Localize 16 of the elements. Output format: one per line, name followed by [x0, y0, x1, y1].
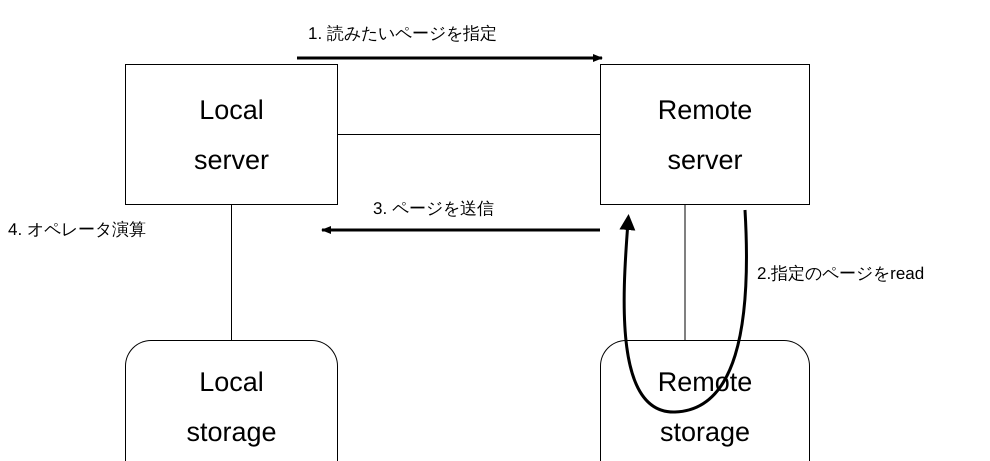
- connector-line: [338, 134, 600, 135]
- edge-label: 1. 読みたいページを指定: [308, 23, 497, 45]
- connector-line: [321, 226, 600, 234]
- step-label: 4. オペレータ演算: [8, 219, 146, 241]
- connector-line: [297, 54, 603, 62]
- connector-line: [231, 204, 232, 340]
- server-box: [125, 64, 338, 205]
- edge-label: 3. ページを送信: [373, 198, 494, 220]
- storage-box: [125, 340, 338, 461]
- step-label: 2.指定のページをread: [757, 263, 924, 285]
- node-label: Local server: [192, 94, 270, 176]
- connector-line: [684, 204, 686, 340]
- server-box: [600, 64, 810, 205]
- node-label: Remote server: [656, 94, 754, 176]
- node-label: Local storage: [185, 366, 278, 449]
- storage-box: [600, 340, 810, 461]
